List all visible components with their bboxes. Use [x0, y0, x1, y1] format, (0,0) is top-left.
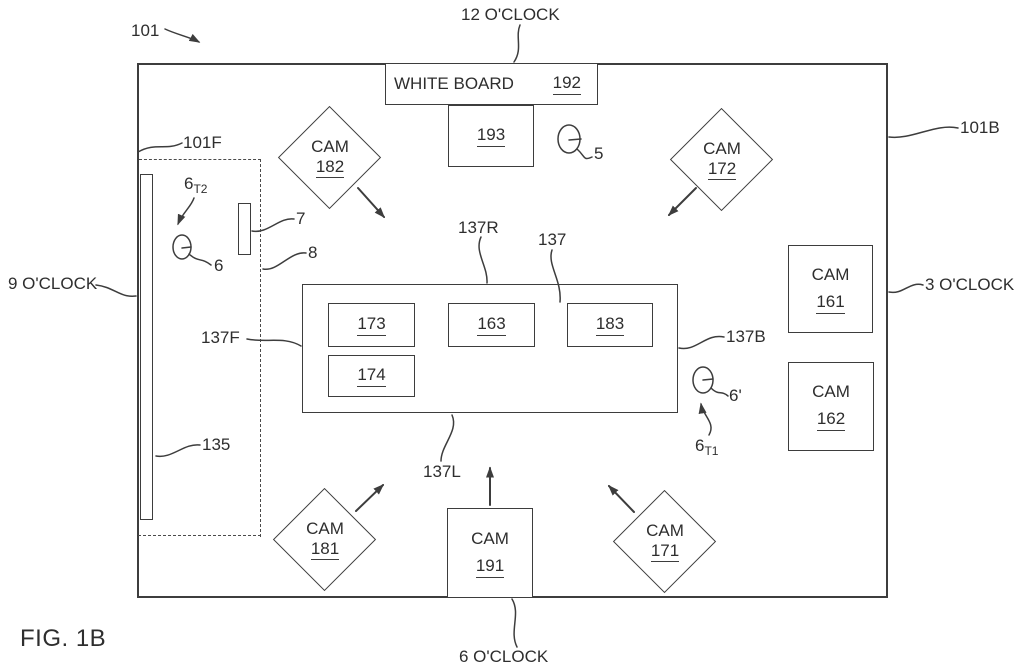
leader-3-oclock: [888, 283, 924, 294]
dashed-region-top: [139, 159, 261, 160]
camera-161: CAM 161: [788, 245, 873, 333]
leader-101b: [888, 126, 959, 139]
camera-162-ref: 162: [816, 409, 846, 431]
ref-137f: 137F: [201, 328, 240, 347]
ref-6: 6: [214, 256, 224, 275]
camera-162: CAM 162: [788, 362, 874, 451]
figure-title: FIG. 1B: [20, 625, 107, 652]
device-174: 174: [328, 355, 415, 397]
camera-161-ref: 161: [816, 292, 845, 314]
camera-171-ref: 171: [650, 541, 680, 562]
display-193-ref: 193: [476, 125, 506, 147]
device-163-ref: 163: [477, 314, 506, 336]
camera-162-label: CAM: [812, 382, 850, 401]
ref-7: 7: [296, 209, 306, 228]
device-163: 163: [448, 303, 535, 347]
ref-137: 137: [538, 230, 567, 249]
screen-135: [140, 174, 153, 520]
ref-135: 135: [202, 435, 231, 454]
whiteboard-label: WHITE BOARD: [394, 74, 514, 93]
ref-6t2-sub: T2: [193, 182, 208, 196]
camera-171: CAM 171: [612, 489, 717, 594]
whiteboard: WHITE BOARD 192: [385, 63, 598, 105]
ref-101b: 101B: [960, 118, 1000, 137]
ref-6prime: 6': [729, 386, 742, 405]
device-174-ref: 174: [357, 365, 386, 387]
camera-172: CAM 172: [669, 107, 774, 212]
camera-191-label: CAM: [471, 528, 509, 548]
device-183-ref: 183: [595, 314, 625, 336]
ref-101-arrow: [164, 28, 201, 43]
ref-6t1-sub: T1: [704, 444, 719, 458]
whiteboard-ref: 192: [552, 73, 581, 95]
camera-172-ref: 172: [707, 159, 737, 180]
ref-8: 8: [308, 243, 318, 262]
camera-171-label: CAM: [646, 521, 684, 540]
ref-6t2: 6T2: [184, 175, 207, 198]
dashed-region-right: [260, 159, 261, 537]
leader-9-oclock: [95, 284, 137, 297]
element-7: [238, 203, 251, 255]
display-193: 193: [448, 105, 534, 167]
leader-6-oclock: [511, 598, 518, 648]
camera-181: CAM 181: [272, 487, 377, 592]
label-12-oclock: 12 O'CLOCK: [461, 5, 560, 24]
camera-191: CAM 191: [447, 508, 533, 598]
ref-137l: 137L: [423, 462, 461, 481]
ref-6t2-base: 6: [184, 174, 194, 193]
ref-5: 5: [594, 144, 604, 163]
camera-182: CAM 182: [277, 105, 382, 210]
camera-181-ref: 181: [310, 539, 340, 560]
camera-161-label: CAM: [811, 264, 850, 284]
device-173-ref: 173: [357, 314, 386, 336]
ref-137b: 137B: [726, 327, 766, 346]
dashed-region-bottom: [138, 535, 261, 536]
ref-101: 101: [131, 21, 160, 40]
label-6-oclock: 6 O'CLOCK: [459, 647, 549, 666]
device-173: 173: [328, 303, 415, 347]
camera-182-label: CAM: [311, 137, 349, 156]
device-183: 183: [567, 303, 653, 347]
ref-101f: 101F: [183, 133, 222, 152]
leader-12-oclock: [513, 24, 521, 63]
ref-6t1-base: 6: [695, 436, 705, 455]
camera-191-ref: 191: [475, 556, 505, 578]
ref-6t1: 6T1: [695, 437, 718, 460]
label-9-oclock: 9 O'CLOCK: [8, 274, 98, 293]
camera-181-label: CAM: [306, 519, 344, 538]
camera-182-ref: 182: [315, 157, 345, 178]
ref-137r: 137R: [458, 218, 499, 237]
label-3-oclock: 3 O'CLOCK: [925, 275, 1015, 294]
camera-172-label: CAM: [703, 139, 741, 158]
